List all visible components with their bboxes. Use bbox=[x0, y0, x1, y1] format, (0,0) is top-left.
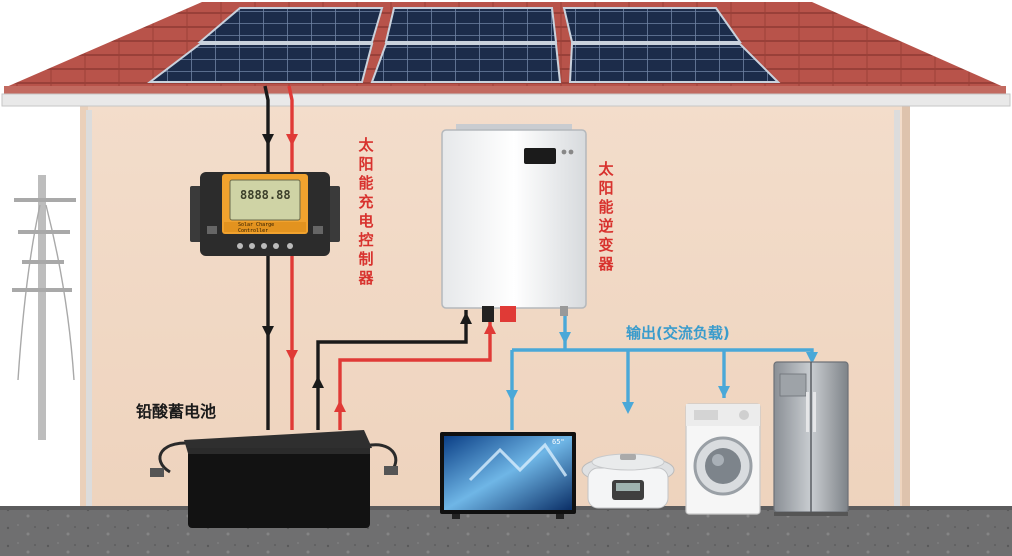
arrow-up-positive bbox=[334, 400, 346, 412]
arrow-up-negative bbox=[312, 376, 324, 388]
refrigerator bbox=[773, 361, 849, 516]
arrow-ac-fridge bbox=[806, 352, 818, 364]
arrow-ac-tv bbox=[506, 390, 518, 402]
arrow-panel-negative bbox=[262, 134, 274, 146]
ground bbox=[0, 508, 1012, 556]
solar-panel-array bbox=[147, 7, 781, 83]
arrow-ac-washer bbox=[718, 386, 730, 398]
rice-cooker bbox=[581, 453, 675, 509]
eave-trim bbox=[1, 93, 1011, 107]
controller-battery-wires bbox=[266, 256, 294, 430]
utility-pole bbox=[12, 175, 76, 440]
downpipe-left bbox=[86, 110, 92, 510]
controller-brand-line-1: Solar Charge bbox=[238, 222, 275, 228]
arrow-battery-negative bbox=[262, 326, 274, 338]
washing-machine bbox=[685, 403, 761, 515]
controller-lcd-readout: 8888.88 bbox=[240, 188, 291, 202]
output-label: 输出(交流负载) bbox=[626, 324, 730, 342]
controller-brand-line-2: Controller bbox=[238, 228, 269, 234]
arrow-ac-main bbox=[559, 332, 571, 344]
inverter-label: 太阳能逆变器 bbox=[598, 160, 614, 273]
arrow-inverter-negative bbox=[460, 312, 472, 324]
panel-wires bbox=[263, 85, 294, 172]
downpipe-right bbox=[894, 110, 900, 510]
lead-acid-battery bbox=[150, 430, 398, 528]
wall-edge-right bbox=[902, 103, 910, 518]
arrow-panel-positive bbox=[286, 134, 298, 146]
arrow-ac-cooker bbox=[622, 402, 634, 414]
tv-size-badge: 65" bbox=[552, 438, 565, 446]
controller-label: 太阳能充电控制器 bbox=[358, 136, 374, 287]
arrow-battery-positive bbox=[286, 350, 298, 362]
wall-edge-left bbox=[80, 103, 88, 518]
charge-controller bbox=[190, 172, 340, 256]
battery-label: 铅酸蓄电池 bbox=[136, 402, 217, 421]
arrow-inverter-positive bbox=[484, 322, 496, 334]
inverter bbox=[441, 124, 587, 322]
television bbox=[440, 432, 576, 519]
